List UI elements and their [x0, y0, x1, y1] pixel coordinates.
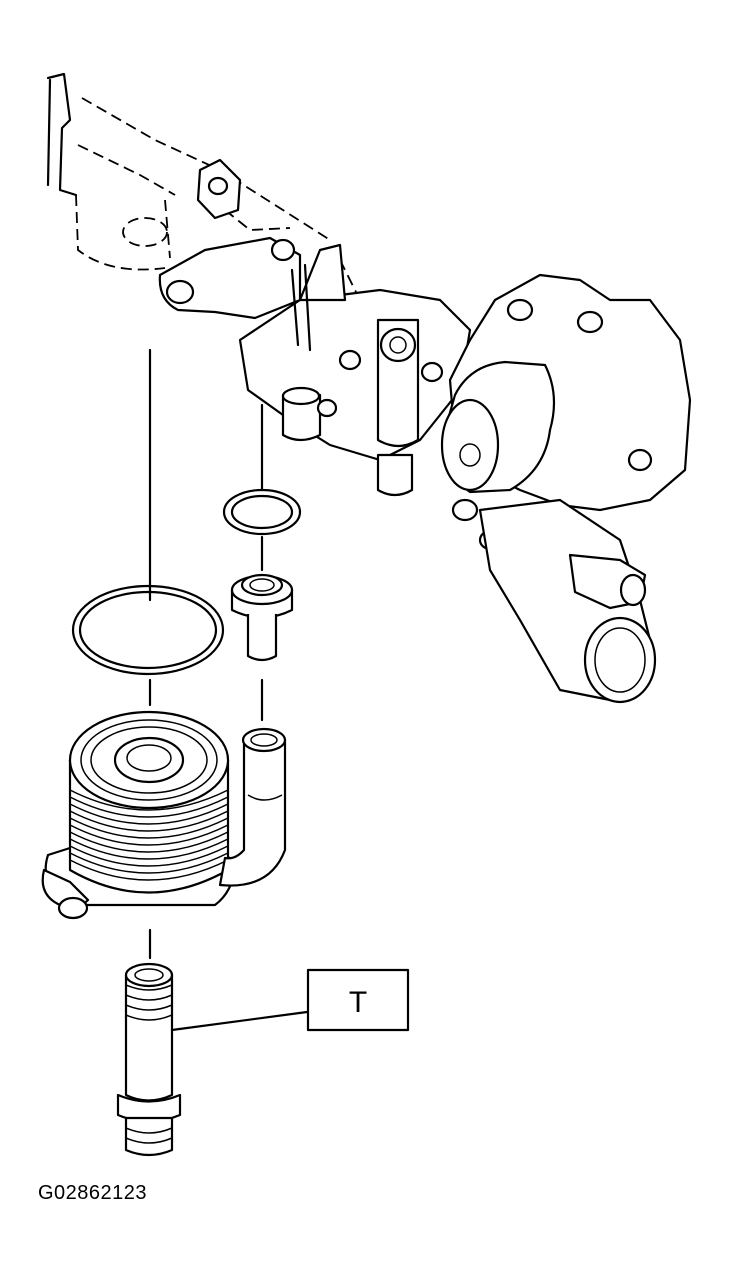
small-o-ring [222, 488, 302, 536]
bolt-icon [576, 310, 604, 334]
callout-box [306, 968, 410, 1032]
oil-filter-housing-assembly [158, 158, 692, 704]
callout: T [170, 968, 410, 1032]
bolt-icon [627, 448, 653, 472]
bolt-icon [270, 238, 296, 262]
union-fitting [230, 573, 294, 662]
connecting-tube [116, 962, 182, 1157]
bolt-icon [451, 498, 479, 522]
exploded-guide-lines [148, 348, 264, 960]
large-o-ring [71, 584, 225, 676]
callout-label: T [349, 986, 367, 1019]
bolt-icon [389, 336, 407, 354]
figure-id: G02862123 [38, 1182, 148, 1204]
oil-cooler [41, 710, 287, 920]
bolt-icon [506, 298, 534, 322]
bolt-icon [165, 279, 195, 305]
bolt-icon [207, 176, 229, 196]
